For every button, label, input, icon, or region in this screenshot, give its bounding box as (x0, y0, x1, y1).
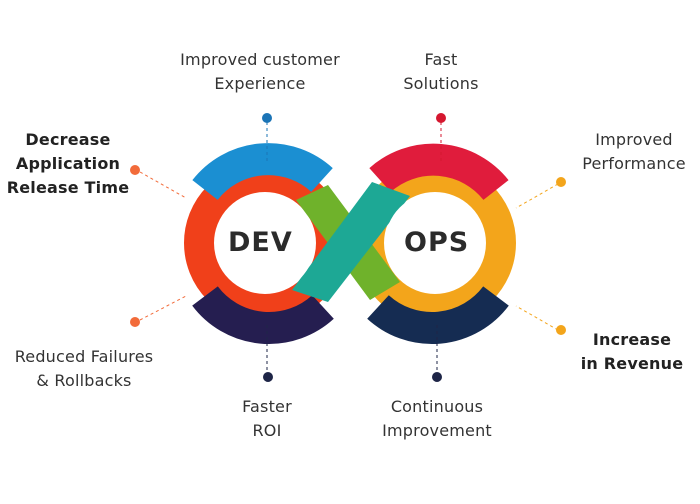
dot-customer-experience (262, 113, 272, 123)
right-ring-navy-segment (367, 285, 509, 344)
label-improved-customer-experience: Improved customer Experience (180, 50, 340, 93)
cross-band-teal (292, 182, 410, 302)
dot-fast-solutions (436, 113, 446, 123)
label-faster-roi: Faster ROI (242, 397, 292, 440)
connector-revenue (515, 305, 559, 331)
dot-release-time (130, 165, 140, 175)
left-ring-blue-segment (192, 143, 333, 201)
label-fast-solutions: Fast Solutions (403, 50, 479, 93)
label-increase-revenue: Increase in Revenue (580, 330, 684, 373)
connector-reduced-failures (139, 295, 187, 321)
dot-revenue (556, 325, 566, 335)
dev-label: DEV (228, 227, 293, 258)
label-reduced-failures: Reduced Failures & Rollbacks (14, 347, 154, 390)
left-ring-center (215, 193, 315, 293)
dot-faster-roi (263, 372, 273, 382)
right-ring-center (385, 193, 485, 293)
left-ring-navy-segment (192, 285, 334, 344)
connector-release-time (139, 171, 187, 199)
dot-continuous-improvement (432, 372, 442, 382)
connector-performance (515, 183, 559, 209)
dot-reduced-failures (130, 317, 140, 327)
ops-label: OPS (404, 227, 470, 258)
label-improved-performance: Improved Performance (582, 130, 686, 173)
right-ring-red-segment (369, 143, 509, 201)
label-decrease-release-time: Decrease Application Release Time (6, 130, 130, 197)
label-continuous-improvement: Continuous Improvement (382, 397, 492, 440)
dot-performance (556, 177, 566, 187)
